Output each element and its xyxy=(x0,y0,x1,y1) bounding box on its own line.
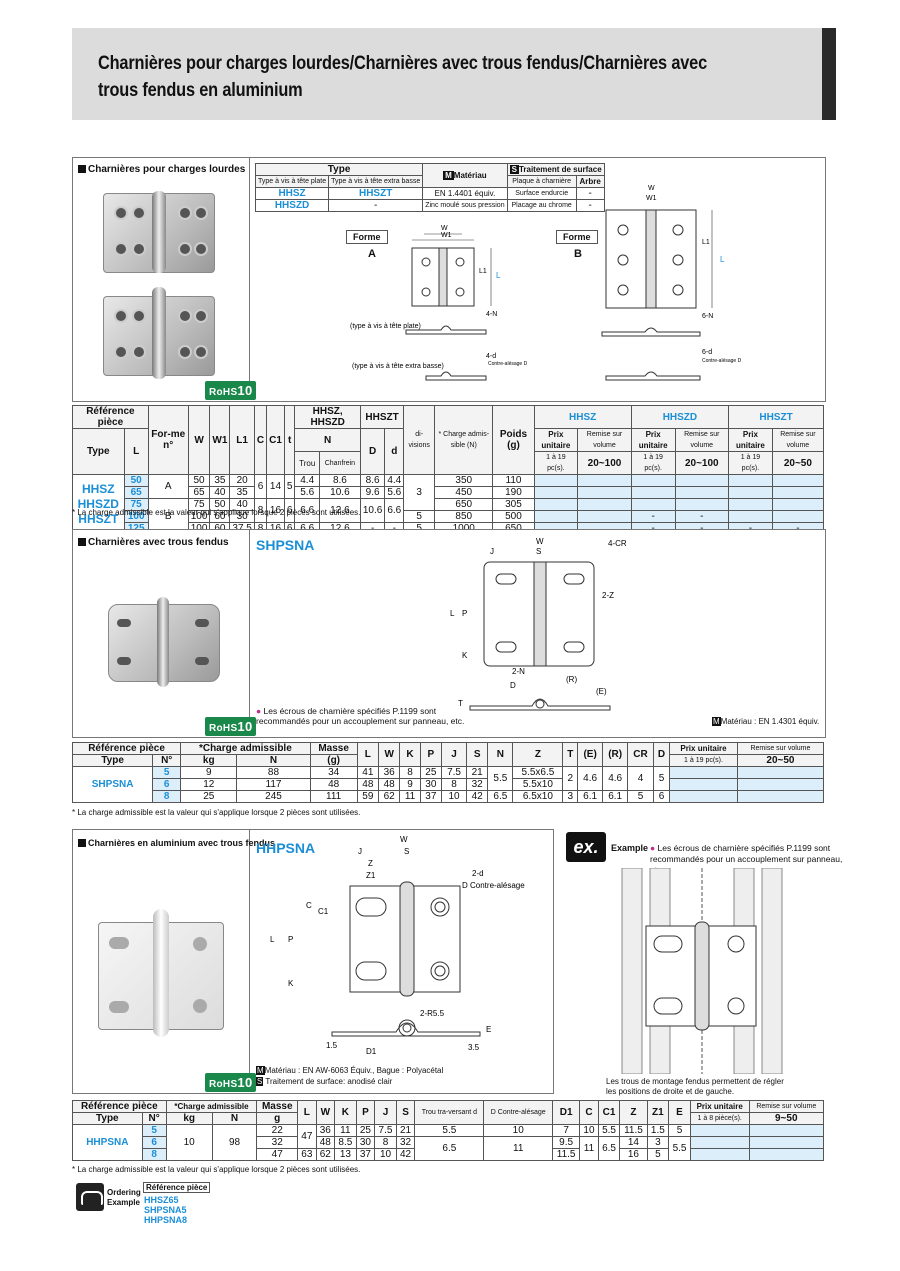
example-label: Example xyxy=(611,843,649,853)
svg-text:3.5: 3.5 xyxy=(468,1043,480,1052)
svg-text:Contre-alésage D: Contre-alésage D xyxy=(702,358,742,364)
forme-b-label: Forme xyxy=(556,230,598,244)
svg-text:D: D xyxy=(510,681,516,690)
svg-text:L1: L1 xyxy=(702,239,710,246)
page-title: Charnières pour charges lourdes/Charnièr… xyxy=(98,53,708,101)
section2-note: * La charge admissible est la valeur qui… xyxy=(72,808,361,817)
svg-text:K: K xyxy=(288,979,294,988)
hinge-photo-b xyxy=(103,287,215,379)
example-icon: ex. xyxy=(566,832,606,862)
svg-text:(E): (E) xyxy=(596,687,607,696)
rohs-badge: RoHS10 xyxy=(205,381,257,400)
svg-text:J: J xyxy=(358,847,362,856)
svg-text:W1: W1 xyxy=(646,195,657,202)
section2-model: SHPSNA xyxy=(256,537,315,553)
shpsna-drawing: W S J 4-CR 2-Z L P K 2-N D (R) (E) T xyxy=(450,537,627,711)
list-item: HHPSNA8 xyxy=(144,1215,188,1225)
svg-text:Z1: Z1 xyxy=(366,871,376,880)
list-item: SHPSNA5 xyxy=(144,1205,187,1215)
svg-text:J: J xyxy=(490,547,494,556)
svg-text:L: L xyxy=(720,255,725,264)
header-accent-bar xyxy=(822,28,836,120)
shpsna-material: MMatériau : EN 1.4301 équiv. xyxy=(712,717,820,726)
svg-text:P: P xyxy=(288,935,293,944)
svg-text:2-d: 2-d xyxy=(472,869,484,878)
svg-text:L: L xyxy=(496,271,501,280)
hinge-photo-a xyxy=(103,191,215,273)
section2-spec-table: Référence pièce *Charge admissible Masse… xyxy=(71,742,825,803)
svg-text:C1: C1 xyxy=(318,907,329,916)
svg-text:S: S xyxy=(404,847,409,856)
svg-text:D1: D1 xyxy=(366,1047,377,1056)
ordering-list: HHSZ65 SHPSNA5 HHPSNA8 xyxy=(144,1195,187,1225)
svg-text:4-N: 4-N xyxy=(486,311,497,318)
section3-label: Charnières en aluminium avec trous fendu… xyxy=(78,838,275,848)
forme-a-drawing: W W1 L L1 4-N (type à vis à tête plate) … xyxy=(350,225,528,381)
section1-label: Charnières pour charges lourdes xyxy=(78,164,245,175)
svg-text:C: C xyxy=(306,901,312,910)
svg-text:W: W xyxy=(648,185,655,192)
forme-b-drawing: W W1 L L1 6-N 6-d Contre-alésage D xyxy=(601,185,742,381)
svg-text:L: L xyxy=(270,935,275,944)
svg-text:2-R5.5: 2-R5.5 xyxy=(420,1009,445,1018)
section2-label: Charnières avec trous fendus xyxy=(78,537,229,548)
svg-text:Contre-alésage D: Contre-alésage D xyxy=(488,361,528,367)
shpsna-photo xyxy=(108,597,220,687)
svg-text:W: W xyxy=(536,537,544,546)
example-caption: Les trous de montage fendus permettent d… xyxy=(606,1077,784,1096)
rohs-badge: RoHS10 xyxy=(205,1073,257,1092)
svg-text:6-d: 6-d xyxy=(702,349,712,356)
example-drawing xyxy=(621,868,783,1074)
svg-text:K: K xyxy=(462,651,468,660)
list-item: HHSZ65 xyxy=(144,1195,179,1205)
rohs-badge: RoHS10 xyxy=(205,717,257,736)
svg-text:L: L xyxy=(450,609,455,618)
svg-text:W: W xyxy=(441,225,448,232)
forme-a-label: Forme xyxy=(346,230,388,244)
svg-text:P: P xyxy=(462,609,467,618)
hhpsna-surface: S Traitement de surface: anodisé clair xyxy=(256,1077,393,1086)
header-band xyxy=(72,28,822,120)
svg-text:(type à vis à tête extra basse: (type à vis à tête extra basse) xyxy=(352,363,444,370)
hhpsna-drawing: W S J Z Z1 2-d D Contre-alésage C C1 L P… xyxy=(270,836,525,1056)
ordering-ref-header: Référence pièce xyxy=(143,1182,211,1193)
section3-note: * La charge admissible est la valeur qui… xyxy=(72,1165,361,1174)
section1-note: * La charge admissible est la valeur qui… xyxy=(72,508,361,517)
svg-text:6-N: 6-N xyxy=(702,313,713,320)
svg-text:E: E xyxy=(486,1025,491,1034)
svg-text:2-N: 2-N xyxy=(512,667,525,676)
svg-text:D Contre-alésage: D Contre-alésage xyxy=(462,881,525,890)
ordering-phone-icon xyxy=(76,1183,104,1211)
svg-text:W: W xyxy=(400,836,408,844)
section3-spec-table: Référence pièce *Charge admissible Masse… xyxy=(72,1100,825,1161)
svg-text:2-Z: 2-Z xyxy=(602,591,614,600)
svg-text:4-d: 4-d xyxy=(486,353,496,360)
svg-text:S: S xyxy=(536,547,541,556)
svg-text:(R): (R) xyxy=(566,675,577,684)
svg-text:1.5: 1.5 xyxy=(326,1041,338,1050)
hhpsna-material: MMatériau : EN AW-6063 Équiv., Bague : P… xyxy=(256,1066,444,1075)
hhpsna-photo xyxy=(98,909,224,1037)
svg-text:4-CR: 4-CR xyxy=(608,539,627,548)
shpsna-nut-note: ● Les écrous de charnière spécifiés P.11… xyxy=(256,706,465,726)
section3-model: HHPSNA xyxy=(256,840,316,856)
svg-text:(type à vis à tête plate): (type à vis à tête plate) xyxy=(350,323,421,330)
svg-text:Z: Z xyxy=(368,859,373,868)
svg-text:T: T xyxy=(458,699,463,708)
svg-text:W1: W1 xyxy=(441,232,452,239)
svg-text:L1: L1 xyxy=(479,268,487,275)
